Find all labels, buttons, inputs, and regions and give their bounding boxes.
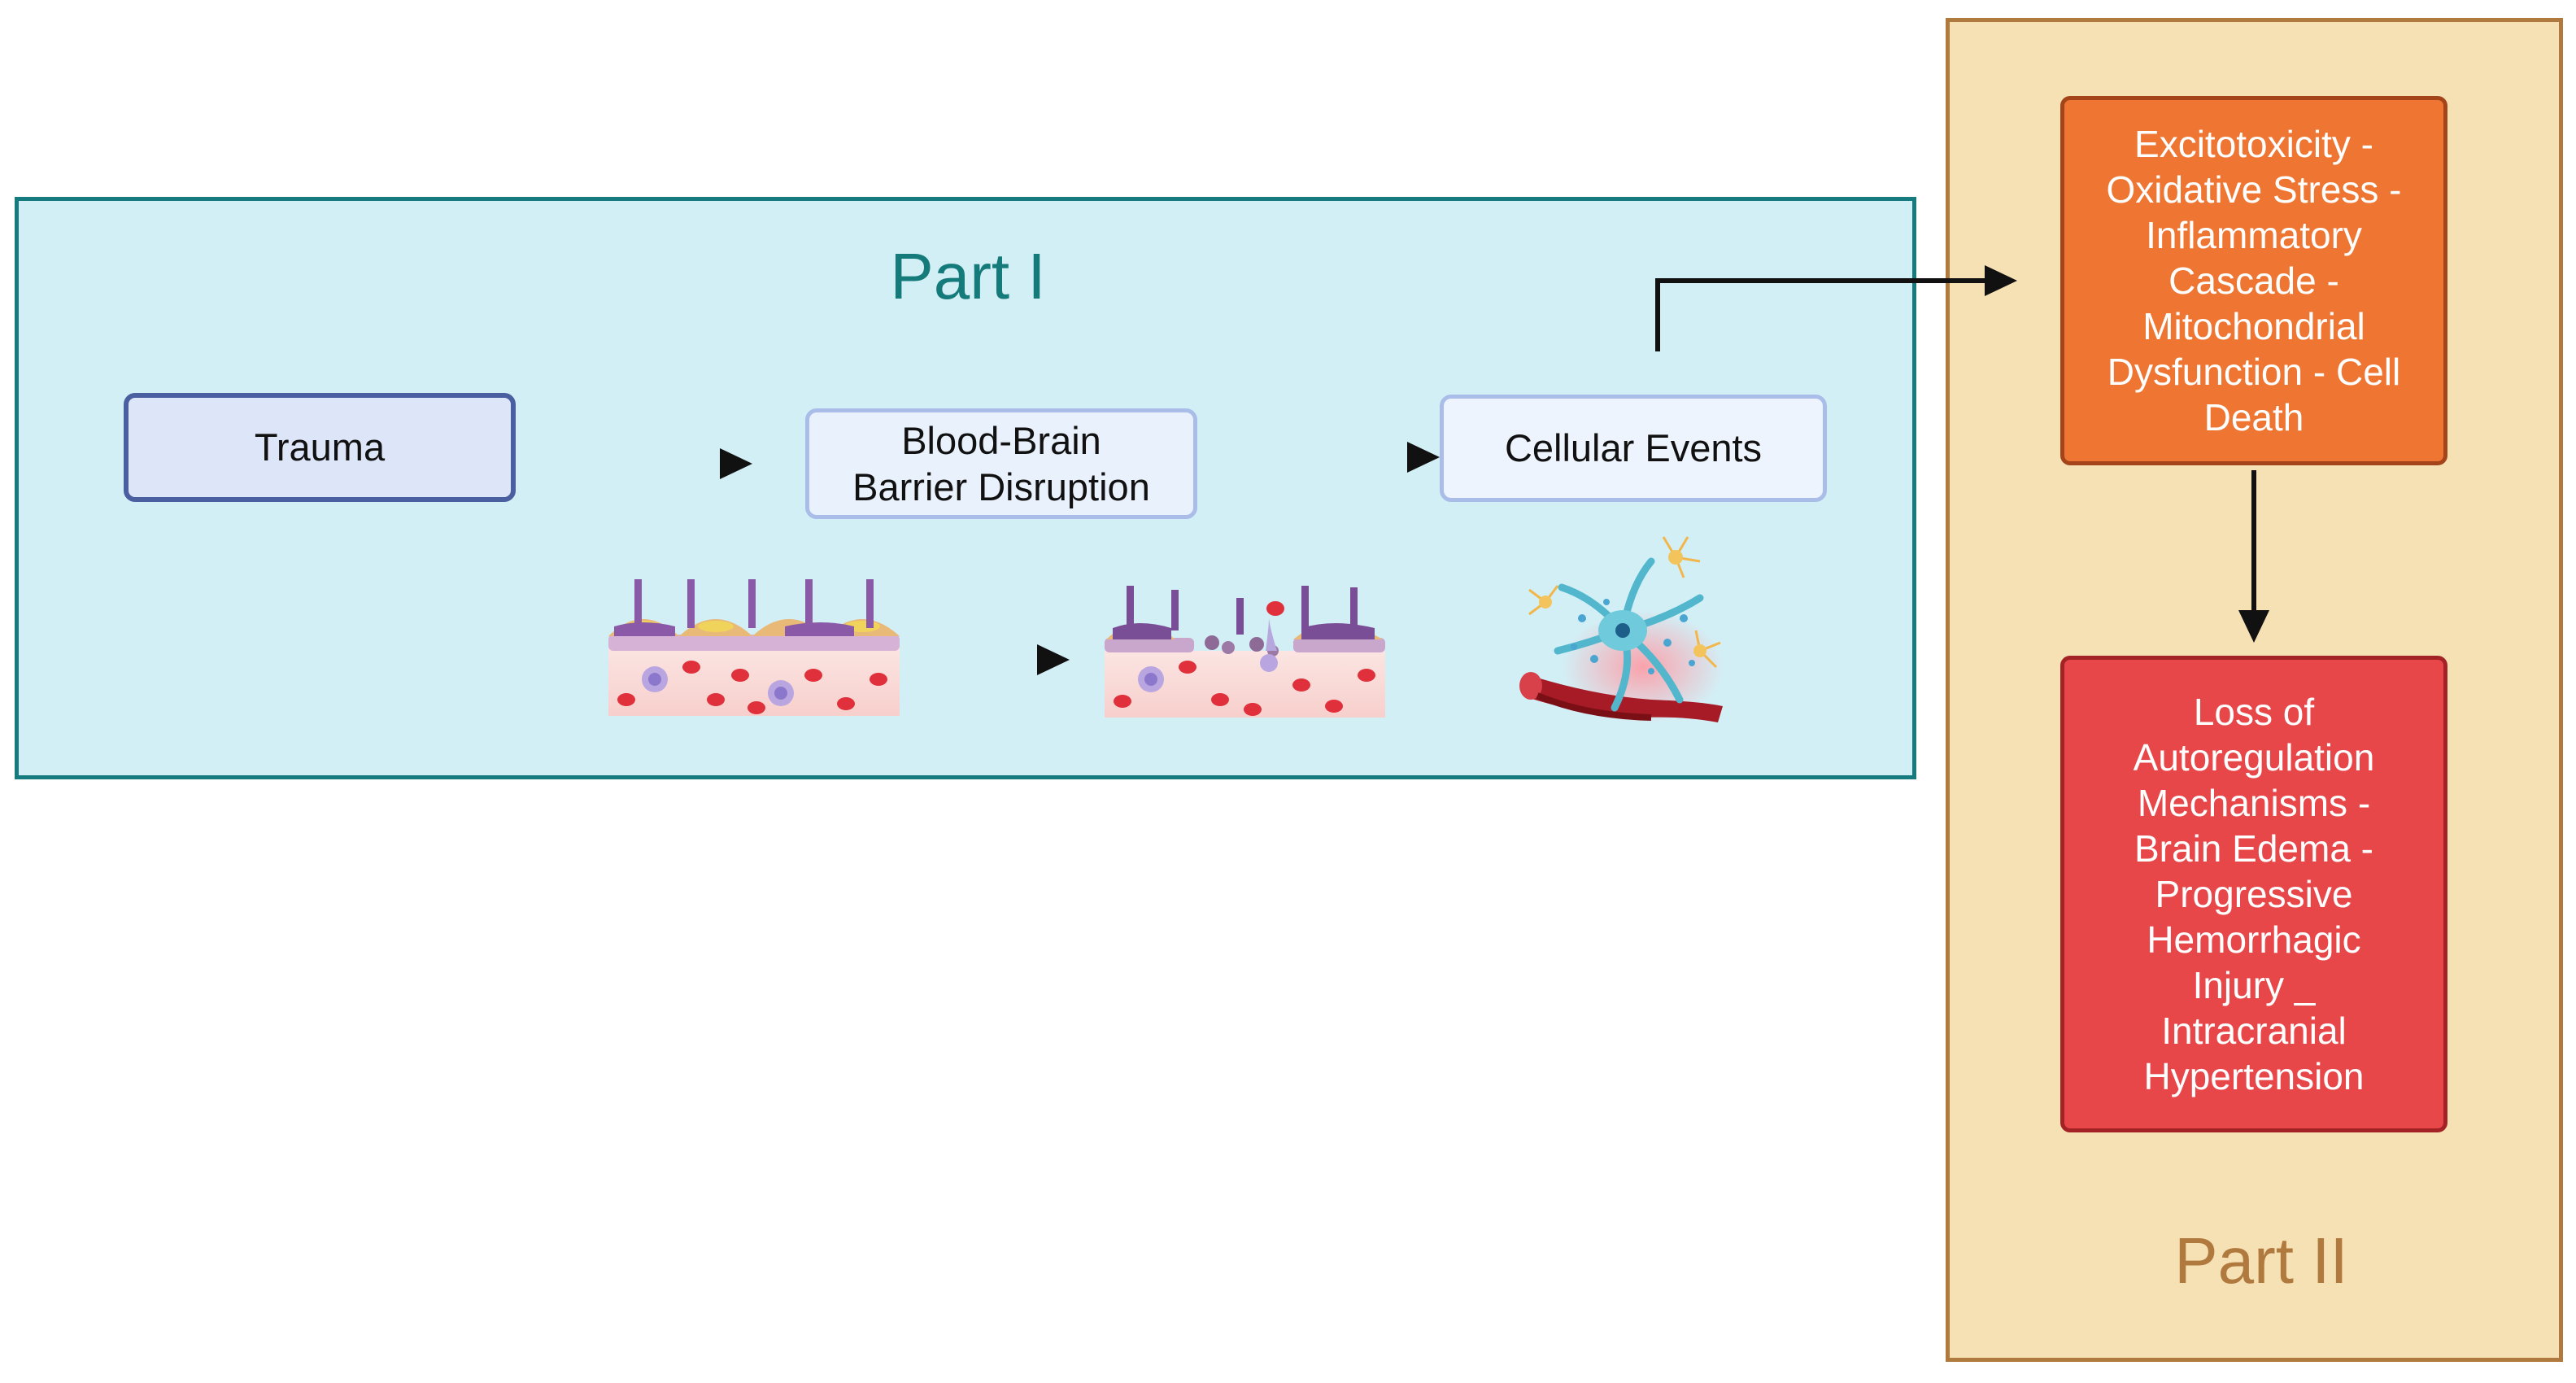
loss-of-autoregulation-node: Loss of Autoregulation Mechanisms - Brai… xyxy=(2060,656,2447,1132)
loss-label-line: Progressive xyxy=(2155,873,2353,915)
excito-label-line: Mitochondrial xyxy=(2142,305,2365,347)
loss-label-line: Hypertension xyxy=(2143,1055,2365,1097)
loss-label-line: Brain Edema - xyxy=(2134,827,2373,870)
bbb-label-line: Blood-Brain xyxy=(901,418,1101,462)
loss-label-line: Mechanisms - xyxy=(2137,782,2371,824)
bbb-label-line: Barrier Disruption xyxy=(852,465,1150,508)
trauma-node: Trauma xyxy=(124,393,516,502)
trauma-label: Trauma xyxy=(254,425,386,469)
loss-label-line: Autoregulation xyxy=(2133,736,2375,779)
cellular-events-node: Cellular Events xyxy=(1440,395,1827,502)
excito-label-line: Excitotoxicity - xyxy=(2134,123,2373,165)
excito-label-line: Dysfunction - Cell xyxy=(2107,351,2401,393)
excito-label-line: Oxidative Stress - xyxy=(2106,168,2402,211)
loss-label-line: Injury _ xyxy=(2192,964,2316,1006)
loss-label-line: Intracranial xyxy=(2161,1010,2347,1052)
excito-label-line: Death xyxy=(2203,396,2304,438)
cellular-events-label: Cellular Events xyxy=(1504,426,1763,470)
excito-label-line: Cascade - xyxy=(2168,260,2339,302)
excito-label-line: Inflammatory xyxy=(2146,214,2362,256)
part-two-title: Part II xyxy=(2174,1224,2348,1297)
excitotoxicity-node: Excitotoxicity - Oxidative Stress - Infl… xyxy=(2060,96,2447,465)
loss-label-line: Hemorrhagic xyxy=(2147,918,2361,961)
part-one-title: Part I xyxy=(890,240,1046,312)
blood-brain-barrier-disruption-node: Blood-Brain Barrier Disruption xyxy=(805,408,1197,519)
loss-label-line: Loss of xyxy=(2193,691,2315,733)
